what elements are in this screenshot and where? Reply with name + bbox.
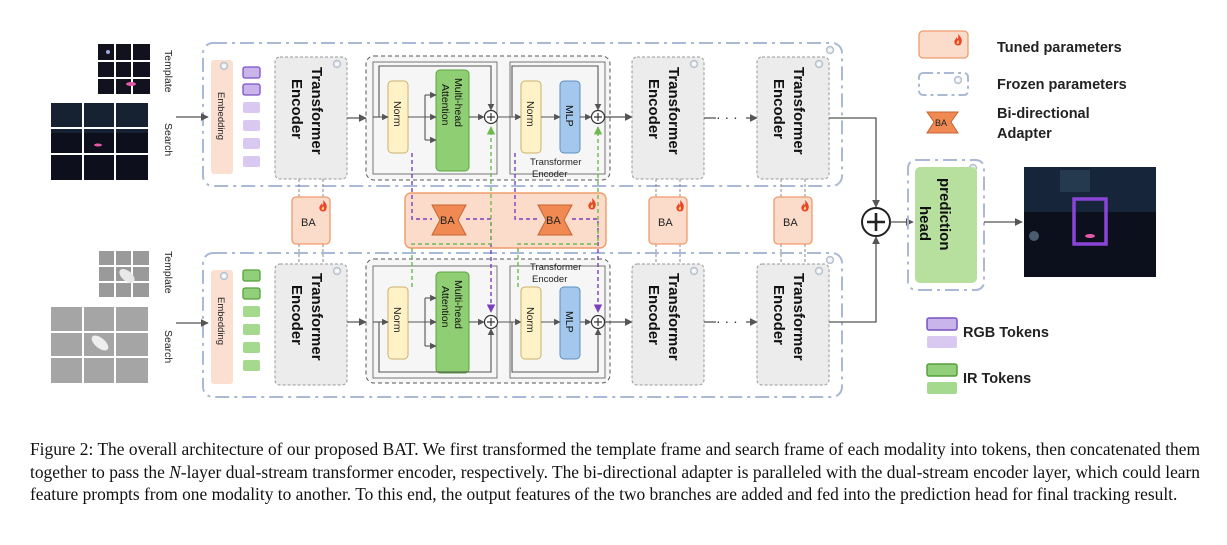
mha-box: [435, 69, 470, 172]
legend-rgb-swatch: [926, 317, 958, 331]
legend-adapter-label: Adapter: [997, 126, 1052, 142]
prediction-head-label: prediction: [936, 178, 953, 251]
search-label-top: Search: [162, 123, 174, 156]
norm-box: [520, 286, 542, 360]
svg-text:BA: BA: [783, 217, 798, 229]
ir-token-stack: [242, 269, 261, 371]
mlp-label: MLP: [563, 105, 575, 127]
transformer-encoder-1-bottom: [274, 263, 348, 386]
norm-label: Norm: [524, 101, 536, 127]
transformer-encoder-2-bottom: [631, 263, 705, 386]
legend-tuned-label: Tuned parameters: [997, 40, 1122, 56]
legend-tuned-swatch: [918, 30, 969, 59]
inner-encoder-label: Transformer: [530, 262, 581, 273]
mha-label: Multi-head: [452, 78, 464, 127]
encoder-label: Transformer: [790, 273, 807, 361]
inner-encoder-label: Encoder: [532, 169, 567, 180]
tracking-result-image: [1024, 167, 1156, 277]
legend-ir-label: IR Tokens: [963, 371, 1031, 387]
figure-label: Figure 2:: [30, 439, 94, 459]
encoder-label: Encoder: [288, 285, 305, 345]
template-label-top: Template: [162, 50, 174, 93]
caption-text-1: The overall architecture of our proposed…: [30, 439, 1200, 482]
norm-label: Norm: [391, 101, 403, 127]
inner-encoder-label: Encoder: [532, 274, 567, 285]
mlp-label: MLP: [563, 311, 575, 333]
ir-search-image: [51, 307, 148, 383]
ba-block-mlp: BA: [537, 204, 573, 236]
legend-frozen-swatch: [918, 72, 969, 96]
transformer-encoder-n-bottom: [756, 263, 830, 386]
mha-label: Attention: [439, 84, 451, 126]
ba-adapter-detail: [404, 192, 607, 249]
encoder-label: Transformer: [665, 273, 682, 361]
legend-adapter-label: Bi-directional: [997, 106, 1090, 122]
encoder-label: Encoder: [645, 285, 662, 345]
mha-label: Attention: [439, 286, 451, 328]
svg-text:BA: BA: [658, 217, 673, 229]
mha-label: Multi-head: [452, 280, 464, 329]
encoder-label: Transformer: [308, 67, 325, 155]
encoder-label: Encoder: [770, 79, 787, 139]
encoder-label: Transformer: [308, 273, 325, 361]
encoder-label: Encoder: [645, 79, 662, 139]
legend-rgb-label: RGB Tokens: [963, 325, 1049, 341]
svg-text:BA: BA: [546, 215, 561, 227]
n-symbol: N: [169, 461, 181, 482]
template-label-bottom: Template: [162, 251, 174, 294]
inner-encoder-label: Transformer: [530, 157, 581, 168]
legend-frozen-label: Frozen parameters: [997, 77, 1127, 93]
rgb-token-stack: [242, 66, 261, 167]
prediction-head: [915, 167, 977, 283]
snowflake-icon: [825, 45, 835, 55]
search-label-bottom: Search: [162, 330, 174, 363]
norm-label: Norm: [524, 307, 536, 333]
caption-text-2: -layer dual-stream transformer encoder, …: [30, 461, 1200, 505]
legend-adapter-swatch: [926, 111, 959, 134]
figure-caption: Figure 2: The overall architecture of ou…: [30, 438, 1200, 506]
ba-adapter-1: BA: [291, 196, 331, 245]
ba-adapter-n: BA: [773, 196, 813, 245]
ba-adapter-2: BA: [648, 196, 688, 245]
encoder-label: Transformer: [790, 67, 807, 155]
svg-text:BA: BA: [301, 217, 316, 229]
encoder-label: Encoder: [288, 79, 305, 139]
embedding-box-bottom: [211, 270, 233, 384]
rgb-search-image: [51, 103, 148, 180]
prediction-head-label: head: [916, 206, 933, 241]
embedding-label-bottom: Embedding: [215, 297, 226, 345]
ir-template-image: [99, 251, 149, 297]
norm-label: Norm: [391, 307, 403, 333]
architecture-diagram: Template Search Embedding Transformer En…: [51, 30, 1156, 398]
svg-text:BA: BA: [440, 215, 455, 227]
ellipsis: · · ·: [716, 109, 738, 125]
embedding-label-top: Embedding: [215, 92, 226, 140]
prediction-head-frozen-frame: [907, 159, 985, 291]
encoder-label: Transformer: [665, 67, 682, 155]
rgb-template-image: [98, 44, 150, 94]
tracking-bounding-box: [1072, 197, 1108, 246]
legend-ir-swatch: [926, 363, 958, 377]
encoder-label: Encoder: [770, 285, 787, 345]
svg-text:BA: BA: [935, 118, 947, 128]
ba-block-attention: BA: [431, 204, 467, 236]
legend: Tuned parameters Frozen parameters BA Bi…: [918, 30, 1127, 394]
snowflake-icon: [219, 61, 229, 71]
ellipsis: · · ·: [716, 313, 738, 329]
embedding-box-top: [211, 60, 233, 174]
